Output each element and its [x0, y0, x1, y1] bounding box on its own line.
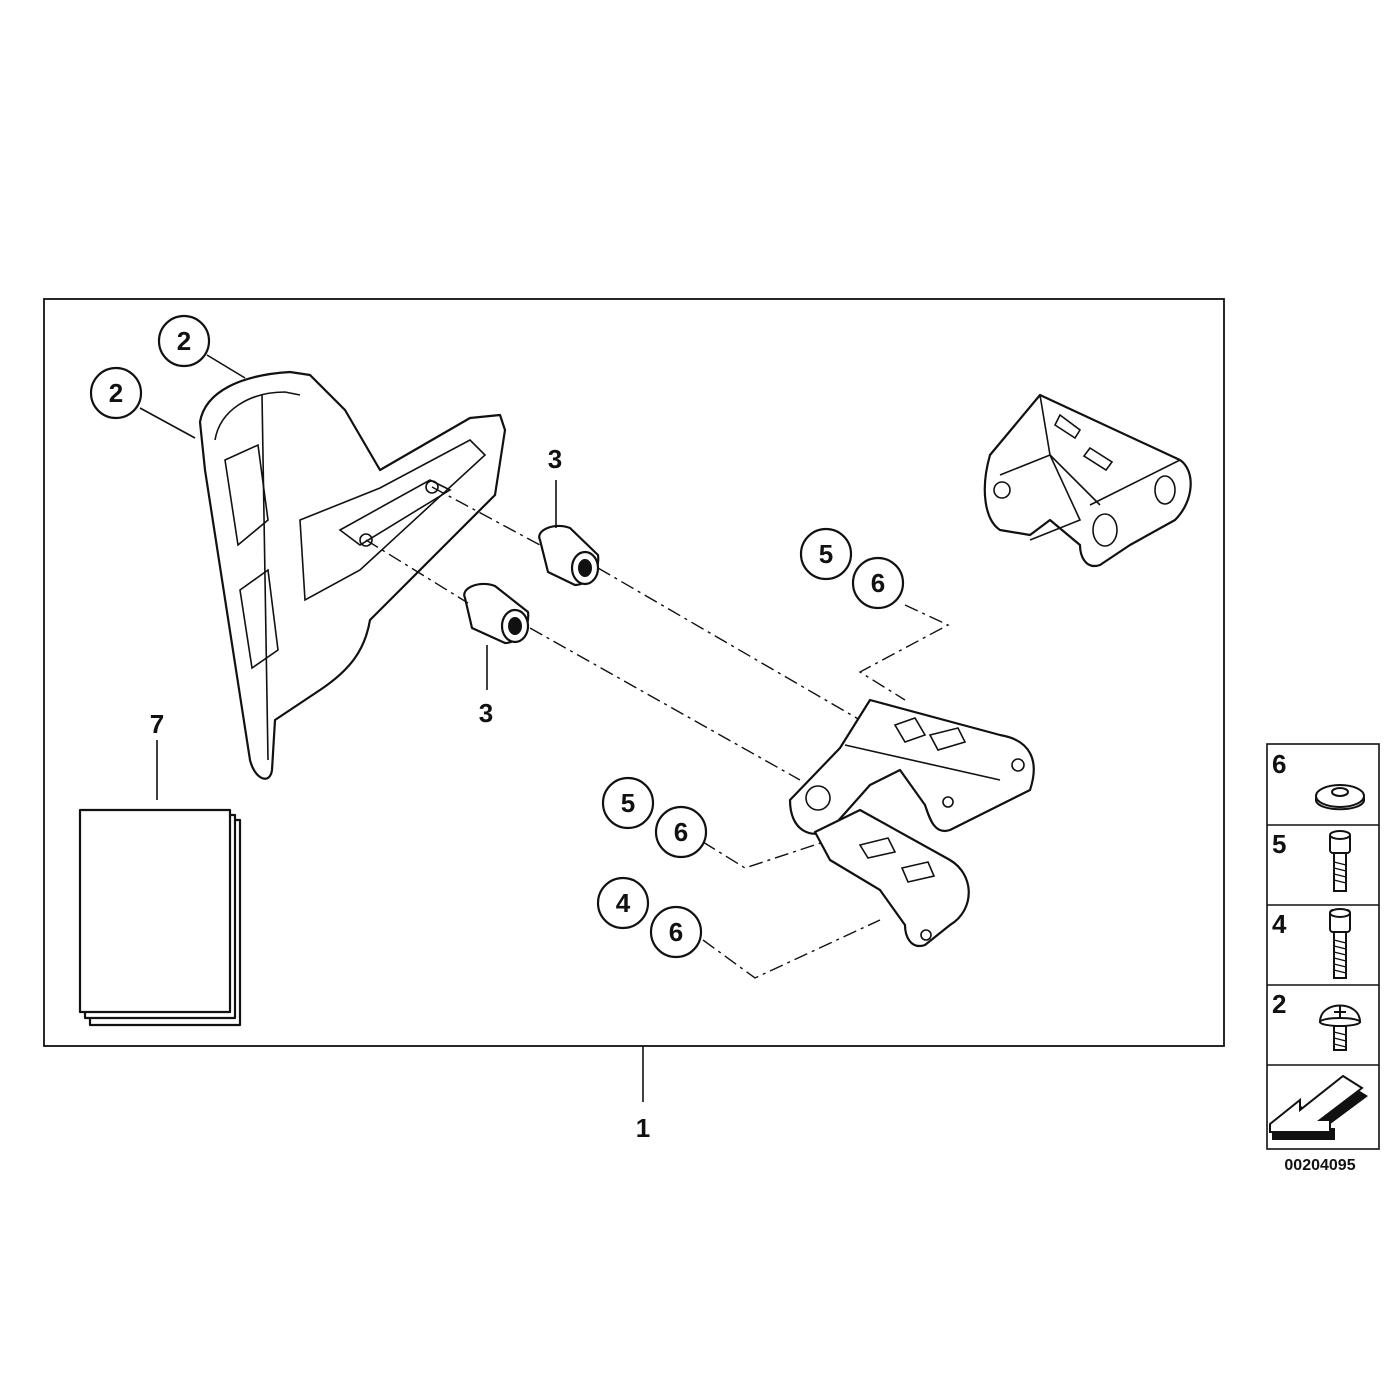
svg-text:6: 6 [871, 568, 885, 598]
button-head-screw-icon [1318, 1004, 1362, 1051]
callout-3-upper: 3 [548, 444, 562, 474]
grommet-upper [538, 524, 600, 587]
instruction-booklet [78, 808, 242, 1027]
leader-2b [139, 407, 196, 439]
legend-number-6: 6 [1272, 749, 1286, 779]
assembly-line-upper [431, 486, 861, 721]
legend-number-4: 4 [1272, 909, 1287, 939]
callout-4: 4 [596, 876, 650, 930]
callout-2-left: 2 [89, 366, 143, 420]
long-bolt-icon [1329, 908, 1351, 979]
direction-arrow-icon [1269, 1074, 1368, 1140]
callout-6-top: 6 [851, 556, 905, 610]
svg-text:5: 5 [621, 788, 635, 818]
callout-6-low: 6 [649, 905, 703, 959]
callout-5-top: 5 [799, 527, 853, 581]
svg-text:6: 6 [669, 917, 683, 947]
svg-text:2: 2 [109, 378, 123, 408]
svg-text:2: 2 [177, 326, 191, 356]
grommet-lower [463, 582, 530, 645]
callout-7: 7 [150, 709, 164, 739]
holder-bracket [788, 698, 1035, 948]
callout-1: 1 [636, 1113, 650, 1143]
kit-frame [43, 298, 1225, 1047]
svg-text:6: 6 [674, 817, 688, 847]
callout-2-top: 2 [157, 314, 211, 368]
legend-number-5: 5 [1272, 829, 1286, 859]
alternate-bracket [983, 393, 1192, 568]
legend-number-2: 2 [1272, 989, 1286, 1019]
callout-3-lower: 3 [479, 698, 493, 728]
washer-icon [1315, 784, 1365, 811]
assembly-line-lower [365, 539, 801, 781]
document-number: 00204095 [1284, 1157, 1355, 1174]
callout-5-mid: 5 [601, 776, 655, 830]
assembly-line-46 [702, 919, 881, 979]
callout-6-mid: 6 [654, 805, 708, 859]
svg-text:4: 4 [616, 888, 631, 918]
fastener-legend: 6 5 4 2 [1266, 743, 1380, 1150]
hugger-part [198, 370, 507, 780]
leader-2a [206, 354, 246, 379]
assembly-line-56-top [858, 604, 950, 701]
short-bolt-icon [1329, 830, 1351, 892]
svg-text:5: 5 [819, 539, 833, 569]
